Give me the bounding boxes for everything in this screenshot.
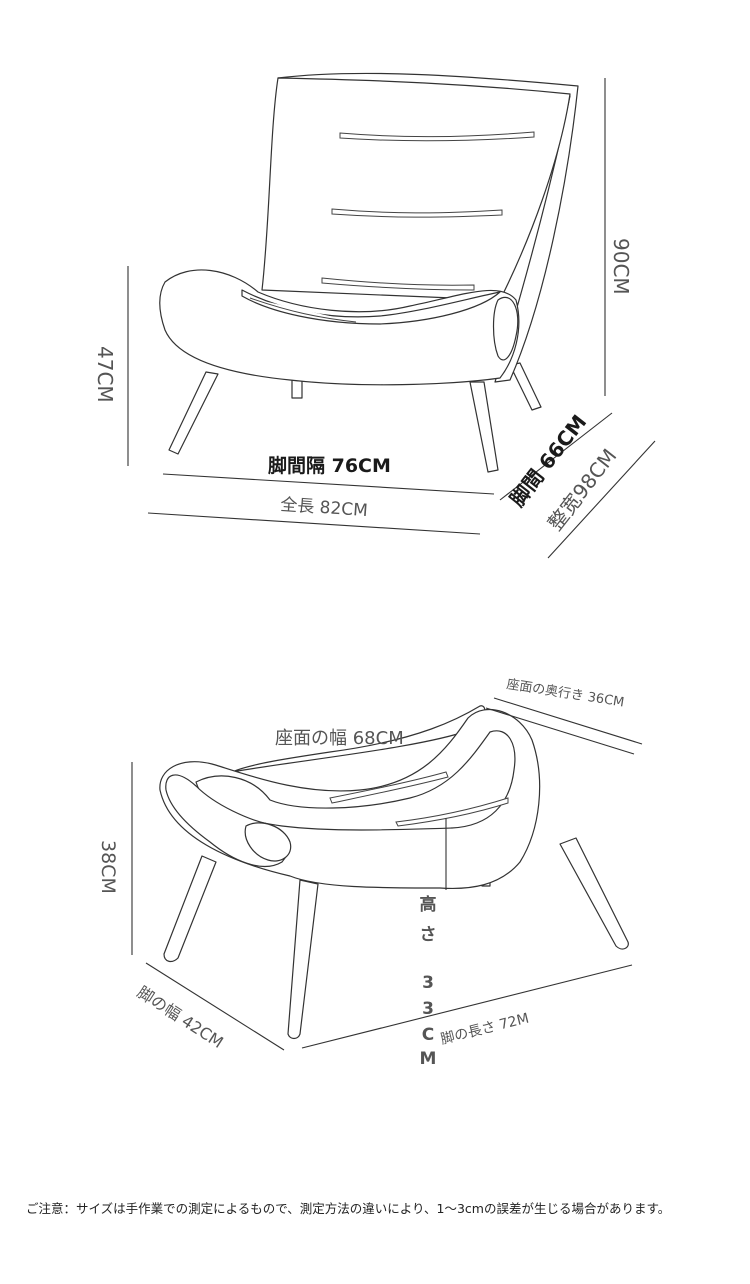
measurement-note: ご注意：サイズは手作業での測定によるもので、測定方法の違いにより、1〜3cmの誤…	[26, 1201, 671, 1216]
ottoman-inner-height-value-1: 3	[422, 999, 434, 1019]
chair-total-length-label: 全長 82CM	[280, 495, 369, 521]
ottoman-seat-back-curve	[231, 705, 486, 773]
ottoman-side-roll-inner	[244, 822, 292, 862]
ottoman-inner-height-value-0: 3	[422, 973, 434, 993]
ottoman-seat-seam-1	[329, 771, 449, 804]
chair-height-label: 90CM	[609, 238, 633, 295]
chair-total-length-dimension-line	[147, 512, 481, 535]
chair-seat-cushion	[241, 289, 501, 325]
ottoman-inner-height-text-2: さ	[420, 925, 437, 945]
ottoman-seat-width-label: 座面の幅 68CM	[275, 728, 404, 749]
ottoman-leg-width-label: 脚の幅 42CM	[134, 982, 227, 1052]
ottoman-leg-left	[163, 855, 217, 963]
ottoman-seat-depth-label: 座面の奥行き 36CM	[505, 677, 625, 710]
ottoman-seat-depth-line-2	[485, 707, 635, 755]
chair-leg-spacing-label: 脚間隔 76CM	[268, 455, 391, 477]
ottoman-seat-seam-2	[395, 797, 509, 827]
chair-front-leg-left	[168, 371, 219, 455]
chair-backrest-seam-1	[339, 131, 535, 142]
chair-backrest-seam-3	[321, 277, 475, 291]
chair-backrest	[261, 77, 571, 301]
ottoman-inner-height-label: 高 さ 3 3 C M	[420, 894, 437, 1069]
ottoman-seat-depth-line	[493, 697, 643, 745]
ottoman-leg-length-label: 脚の長さ 72M	[439, 1011, 531, 1048]
ottoman-height-label: 38CM	[97, 840, 119, 894]
ottoman-seat-cushion	[195, 730, 516, 831]
ottoman-leg-width-dimension-line	[145, 962, 285, 1051]
chair-total-width-dimension-line	[547, 440, 656, 559]
ottoman-inner-height-value-2: C	[422, 1025, 434, 1045]
chair-seat-height-label: 47CM	[93, 346, 117, 403]
chair-armrest-roll	[492, 296, 519, 361]
ottoman-drawing	[159, 705, 629, 1040]
chair-seat-front-seam	[249, 297, 357, 323]
lounge-chair-drawing	[159, 72, 579, 473]
ottoman-leg-length-dimension-line	[301, 964, 633, 1049]
ottoman-inner-height-text-1: 高	[420, 894, 437, 915]
chair-leg-spacing-dimension-line	[162, 473, 495, 495]
chair-front-leg-right	[469, 381, 499, 473]
ottoman-leg-front	[287, 879, 319, 1040]
ottoman-inner-height-value-3: M	[420, 1049, 437, 1069]
chair-backrest-seam-2	[331, 208, 503, 218]
chair-leg-depth-dimension-line	[499, 412, 613, 501]
chair-back-leg-mid	[291, 379, 303, 399]
ottoman-leg-right	[559, 837, 629, 950]
